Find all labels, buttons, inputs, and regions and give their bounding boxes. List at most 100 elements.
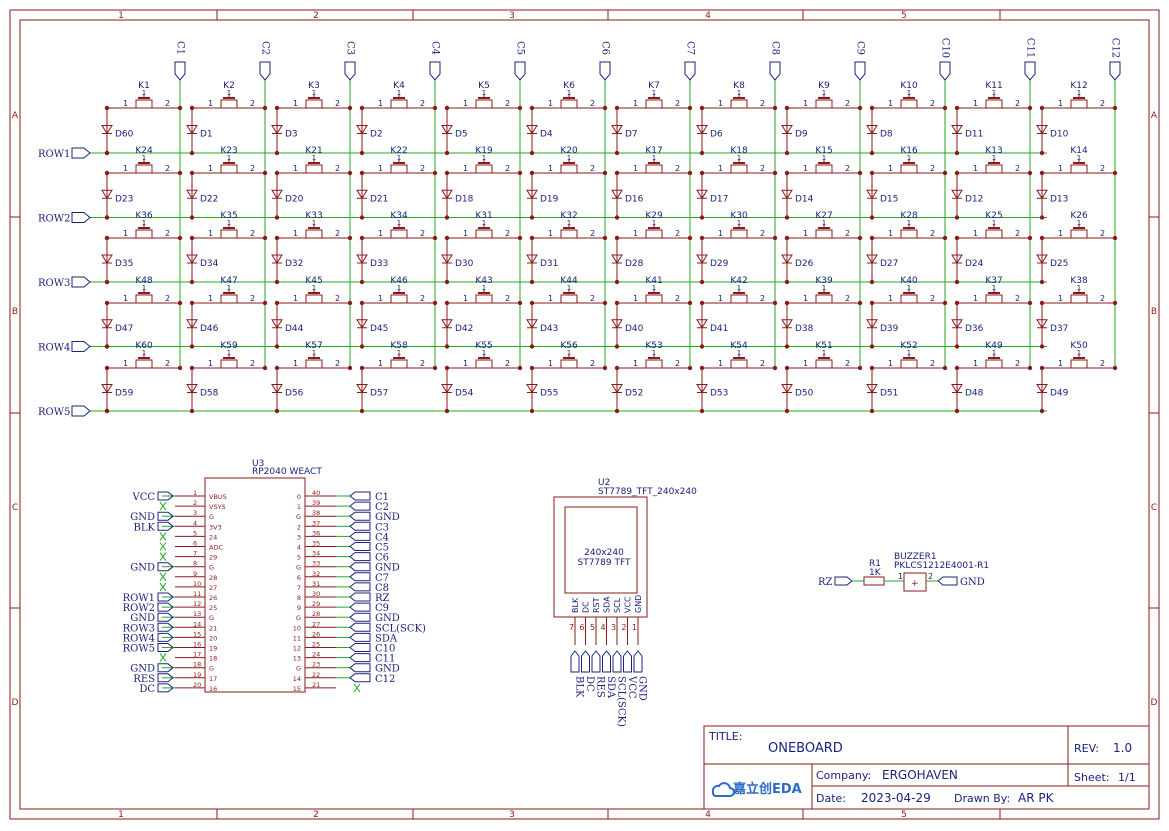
junction-dot (772, 235, 778, 241)
switch-pin1-label: 1 (888, 164, 893, 173)
switch-pin2-label: 2 (420, 229, 425, 238)
buzzer-plus: + (911, 579, 919, 589)
u3-left-pin-name: 26 (209, 594, 217, 602)
sheet-value: 1/1 (1118, 771, 1136, 784)
diode-symbol (951, 125, 963, 135)
switch-pin1-label: 1 (378, 229, 383, 238)
switch-body (560, 294, 578, 304)
diode-ref-label: D46 (200, 324, 219, 334)
buzzer-pin2: 2 (928, 572, 933, 581)
col-marker-top: 4 (705, 11, 711, 21)
switch-pin2-label: 2 (335, 99, 340, 108)
junction-dot (942, 170, 948, 176)
junction-dot (784, 150, 790, 156)
junction-dot (857, 365, 863, 371)
switch-pin1-label: 1 (718, 294, 723, 303)
key-ref-label: K30 (730, 211, 748, 221)
diode-ref-label: D41 (710, 324, 728, 334)
u3-right-net-label: SCL(SCK) (375, 623, 426, 634)
junction-dot (772, 105, 778, 111)
switch-body (985, 229, 1003, 239)
diode-symbol (866, 254, 878, 264)
key-ref-label: K20 (560, 146, 578, 156)
u3-right-pin-name: 7 (297, 584, 301, 592)
switch-pin1-label: 1 (973, 99, 978, 108)
diode-symbol (526, 125, 538, 135)
column-net-flag (599, 61, 611, 81)
junction-dot (529, 215, 535, 220)
buzzer-pin1: 1 (898, 572, 903, 581)
row-net-label: ROW5 (38, 407, 70, 418)
junction-dot (432, 105, 438, 111)
junction-dot (772, 170, 778, 176)
column-net-label: C3 (345, 41, 356, 55)
no-connect-mark (159, 552, 167, 561)
junction-dot (347, 300, 353, 306)
switch-pin-top: 1 (312, 154, 316, 162)
diode-ref-label: D36 (965, 324, 984, 334)
u3-right-pin-num: 32 (312, 570, 320, 578)
switch-body (900, 229, 918, 239)
diode-symbol (781, 189, 793, 200)
u3-right-pin-num: 22 (312, 671, 320, 679)
switch-pin1-label: 1 (888, 99, 893, 108)
column-net-label: C11 (1025, 38, 1036, 58)
u3-left-pin-num: 11 (193, 590, 201, 598)
cloud-logo-icon (711, 782, 735, 797)
junction-dot (699, 150, 705, 156)
switch-pin2-label: 2 (250, 294, 255, 303)
diode-ref-label: D54 (455, 389, 474, 399)
key-ref-label: K16 (900, 146, 918, 156)
u3-body (204, 477, 306, 693)
diode-ref-label: D29 (710, 259, 729, 269)
u2-screen (564, 506, 638, 594)
switch-body (645, 99, 663, 109)
switch-pin2-label: 2 (165, 294, 170, 303)
switch-pin-top: 1 (737, 154, 741, 162)
switch-pin1-label: 1 (718, 99, 723, 108)
key-ref-label: K42 (730, 276, 747, 286)
column-net-label: C12 (1110, 38, 1121, 58)
u3-right-net-flag (349, 612, 371, 622)
u3-left-pin-num: 14 (193, 620, 201, 628)
drawn-by-label: Drawn By: (954, 792, 1010, 805)
u3-right-pin-num: 25 (312, 641, 320, 649)
switch-pin1-label: 1 (208, 99, 213, 108)
junction-dot (262, 365, 268, 371)
switch-body (560, 164, 578, 174)
key-ref-label: K54 (730, 341, 748, 351)
switch-pin-top: 1 (397, 154, 401, 162)
u3-left-pin-name: 3V3 (209, 523, 222, 531)
switch-pin1-label: 1 (548, 294, 553, 303)
junction-dot (954, 150, 960, 156)
switch-pin1-label: 1 (718, 164, 723, 173)
diode-ref-label: D31 (540, 259, 558, 269)
u3-left-pin-name: 17 (209, 675, 217, 683)
diode-symbol (101, 384, 113, 394)
switch-pin-top: 1 (142, 349, 146, 357)
diode-symbol (271, 189, 283, 200)
diode-ref-label: D58 (200, 389, 219, 399)
switch-body (985, 294, 1003, 304)
junction-dot (602, 105, 608, 111)
key-ref-label: K37 (985, 276, 1002, 286)
junction-dot (857, 170, 863, 176)
switch-pin-top: 1 (482, 349, 486, 357)
switch-pin1-label: 1 (293, 359, 298, 368)
u3-left-net-label: ROW3 (123, 623, 155, 634)
junction-dot (177, 105, 183, 111)
switch-pin-top: 1 (737, 219, 741, 227)
u3-right-pin-num: 34 (312, 550, 320, 558)
row-marker-right: C (1151, 503, 1157, 513)
u2-pin-num: 6 (580, 623, 585, 632)
switch-pin2-label: 2 (1100, 294, 1105, 303)
junction-dot (942, 105, 948, 111)
u2-net-label: SDA (605, 676, 616, 699)
